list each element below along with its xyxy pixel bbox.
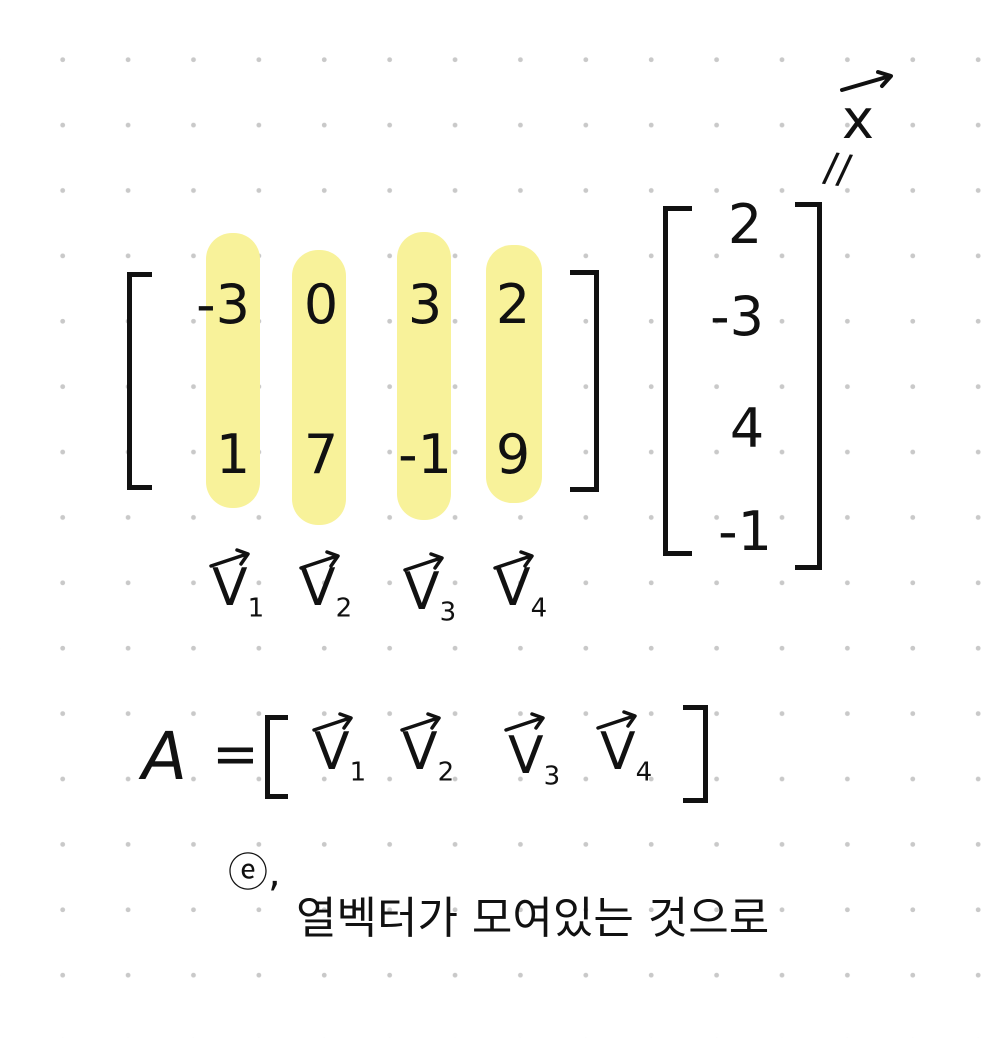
equation-arrows-icon	[312, 710, 637, 732]
equation-right-bracket	[683, 705, 708, 803]
column-highlight-4	[486, 245, 542, 503]
column-label-v3: V3	[404, 562, 457, 628]
note-marker: ⓔ,	[228, 850, 281, 896]
column-highlight-2	[292, 250, 346, 525]
matrix-right-bracket	[570, 270, 599, 492]
matrix-cell-r2c3: -1	[398, 423, 452, 486]
matrix-cell-r2c2: 7	[303, 423, 339, 486]
equation-left-bracket	[265, 715, 288, 799]
matrix-cell-r2c1: 1	[215, 423, 251, 486]
matrix-cell-r1c1: -3	[196, 273, 250, 336]
equation-vector-v2: V2	[402, 722, 455, 788]
vector-x-equals: //	[820, 144, 855, 194]
x-arrow-icon	[840, 70, 893, 92]
column-label-v2: V2	[300, 558, 353, 624]
vector-entry-3: 4	[729, 397, 765, 460]
note-text: 열벡터가 모여있는 것으로	[296, 893, 770, 944]
vector-left-bracket	[663, 206, 692, 556]
vector-x-label: x	[842, 88, 874, 151]
matrix-left-bracket	[127, 272, 152, 490]
vector-entry-2: -3	[710, 285, 764, 348]
column-label-v1: V1	[212, 558, 265, 624]
vector-right-bracket	[795, 202, 822, 570]
equation-lhs: A	[135, 718, 194, 795]
matrix-cell-r1c3: 3	[407, 273, 443, 336]
column-highlight-1	[206, 233, 260, 508]
matrix-cell-r2c4: 9	[495, 423, 531, 486]
equation-equals: =	[212, 722, 259, 787]
column-label-arrows-icon	[209, 548, 534, 572]
vector-entry-1: 2	[727, 193, 763, 256]
column-label-v4: V4	[495, 558, 548, 624]
equation-vector-v1: V1	[314, 722, 367, 788]
matrix-cell-r1c2: 0	[303, 273, 339, 336]
equation-vector-v4: V4	[600, 722, 653, 788]
vector-entry-4: -1	[718, 500, 772, 563]
matrix-cell-r1c4: 2	[495, 273, 531, 336]
equation-vector-v3: V3	[508, 726, 561, 792]
column-highlight-3	[397, 232, 451, 520]
